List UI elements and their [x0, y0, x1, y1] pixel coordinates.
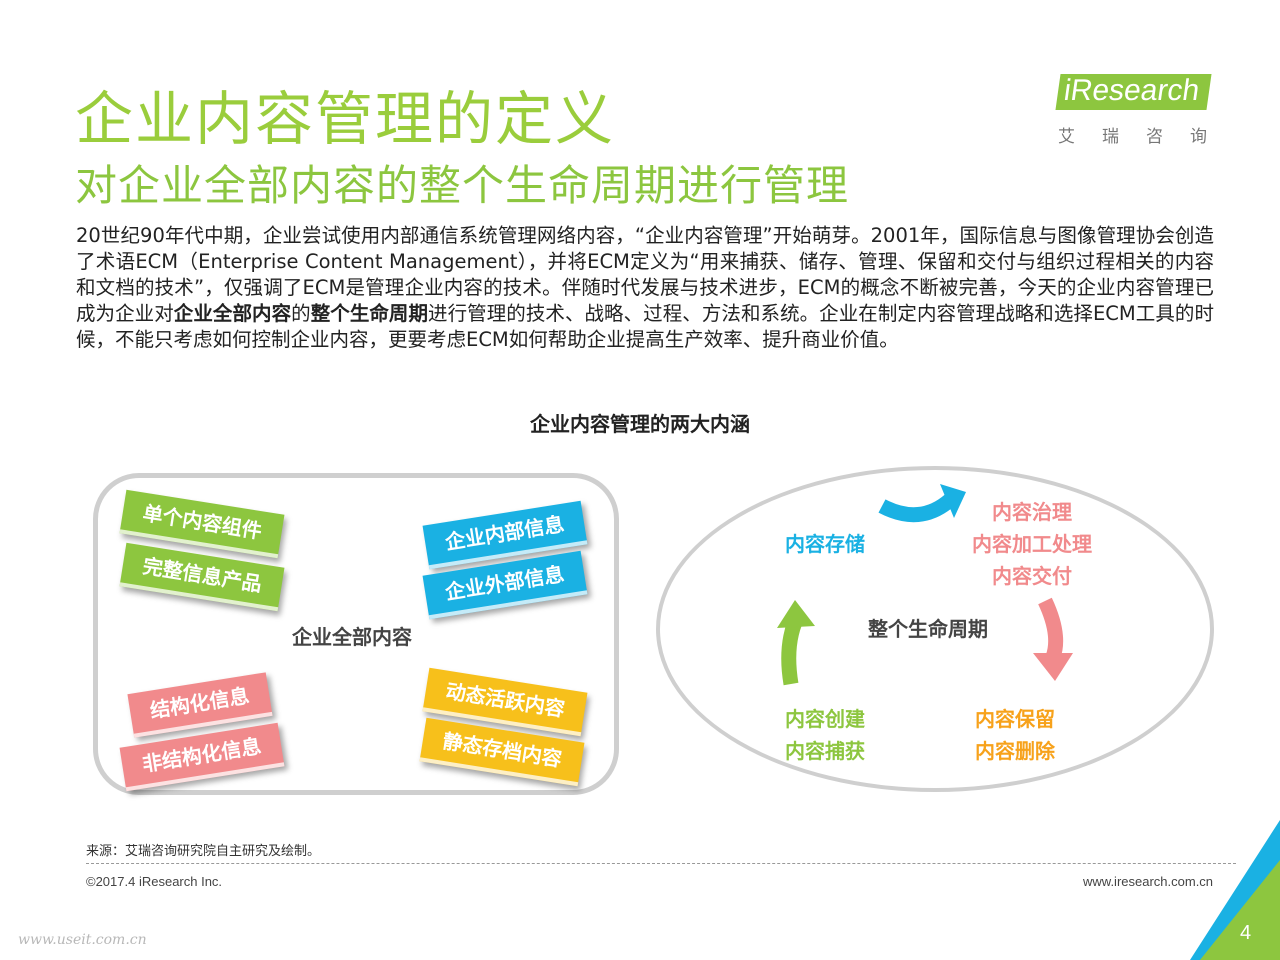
logo-text-en: iResearch [1055, 74, 1212, 110]
corner-decoration [1190, 820, 1280, 960]
intro-bold-2: 整个生命周期 [310, 302, 429, 325]
label-creation-1: 内容创建 [785, 707, 865, 731]
website-link[interactable]: www.iresearch.com.cn [1083, 874, 1214, 889]
intro-text-1: 20世纪90年代中期，企业尝试使用内部通信系统管理网络内容，“企业内容管理”开始… [76, 224, 1214, 325]
label-storage: 内容存储 [785, 532, 865, 556]
lifecycle-label: 整个生命周期 [868, 617, 988, 641]
arrow-right-icon [878, 484, 966, 523]
page-number: 4 [1240, 922, 1252, 944]
copyright: ©2017.4 iResearch Inc. [86, 874, 223, 889]
label-creation: 内容创建 内容捕获 [785, 703, 865, 767]
intro-paragraph: 20世纪90年代中期，企业尝试使用内部通信系统管理网络内容，“企业内容管理”开始… [76, 223, 1214, 353]
label-governance-3: 内容交付 [992, 564, 1072, 588]
lifecycle-panel [656, 466, 1214, 792]
label-retention: 内容保留 内容删除 [975, 703, 1055, 767]
section-title: 企业内容管理的两大内涵 [530, 412, 750, 436]
label-creation-2: 内容捕获 [785, 739, 865, 763]
intro-text-3: 进行管理的技术、战略、过程、方法和系统。企业在制定内容管理战略和选择ECM工具的… [76, 302, 1214, 351]
intro-bold-1: 企业全部内容 [173, 302, 292, 325]
watermark: www.useit.com.cn [18, 932, 147, 948]
label-retention-2: 内容删除 [975, 739, 1055, 763]
label-governance-1: 内容治理 [992, 500, 1072, 524]
footer-divider [86, 863, 1236, 864]
label-governance-2: 内容加工处理 [972, 532, 1092, 556]
label-retention-1: 内容保留 [975, 707, 1055, 731]
arrow-up-icon [777, 600, 815, 686]
label-governance: 内容治理 内容加工处理 内容交付 [967, 496, 1097, 592]
page-subtitle: 对企业全部内容的整个生命周期进行管理 [75, 161, 850, 210]
iresearch-logo: iResearch 艾瑞咨询 [1055, 68, 1234, 150]
logo-text-cn: 艾瑞咨询 [1058, 127, 1234, 147]
all-content-label: 企业全部内容 [292, 625, 412, 649]
source-note: 来源：艾瑞咨询研究院自主研究及绘制。 [86, 844, 321, 859]
arrow-down-icon [1033, 597, 1073, 681]
intro-text-2: 的 [291, 302, 311, 325]
page-title: 企业内容管理的定义 [75, 85, 616, 153]
